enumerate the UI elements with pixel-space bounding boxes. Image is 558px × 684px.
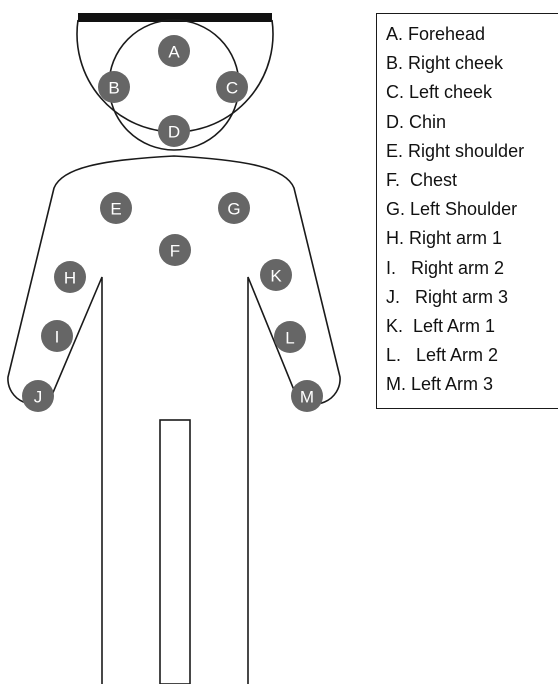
site-marker-g: G <box>218 192 250 224</box>
site-marker-a: A <box>158 35 190 67</box>
site-label-l: L <box>285 329 294 348</box>
site-label-j: J <box>34 388 43 407</box>
site-marker-l: L <box>274 321 306 353</box>
legend-item: A. Forehead <box>386 20 558 49</box>
site-label-i: I <box>55 328 60 347</box>
site-marker-e: E <box>100 192 132 224</box>
site-label-f: F <box>170 242 180 261</box>
site-label-e: E <box>110 200 121 219</box>
legend-item: E. Right shoulder <box>386 137 558 166</box>
legend-item: F. Chest <box>386 166 558 195</box>
measurement-sites: A B C D E F G H I J K L M <box>22 35 323 412</box>
site-label-b: B <box>108 79 119 98</box>
site-label-h: H <box>64 269 76 288</box>
site-label-a: A <box>168 43 180 62</box>
site-marker-h: H <box>54 261 86 293</box>
legend-item: J. Right arm 3 <box>386 283 558 312</box>
legend-item: K. Left Arm 1 <box>386 312 558 341</box>
site-label-g: G <box>227 200 240 219</box>
site-label-c: C <box>226 79 238 98</box>
legend-item: L. Left Arm 2 <box>386 341 558 370</box>
site-marker-k: K <box>260 259 292 291</box>
site-label-m: M <box>300 388 314 407</box>
leg-gap-outline <box>160 420 190 684</box>
legend-item: H. Right arm 1 <box>386 224 558 253</box>
site-marker-c: C <box>216 71 248 103</box>
site-marker-d: D <box>158 115 190 147</box>
site-marker-f: F <box>159 234 191 266</box>
legend-item: D. Chin <box>386 108 558 137</box>
legend-item: G. Left Shoulder <box>386 195 558 224</box>
legend-item: M. Left Arm 3 <box>386 370 558 399</box>
legend-item: I. Right arm 2 <box>386 254 558 283</box>
legend-item: C. Left cheek <box>386 78 558 107</box>
legend-item: B. Right cheek <box>386 49 558 78</box>
site-label-d: D <box>168 123 180 142</box>
site-label-k: K <box>270 267 282 286</box>
site-marker-i: I <box>41 320 73 352</box>
site-marker-m: M <box>291 380 323 412</box>
site-marker-b: B <box>98 71 130 103</box>
site-marker-j: J <box>22 380 54 412</box>
